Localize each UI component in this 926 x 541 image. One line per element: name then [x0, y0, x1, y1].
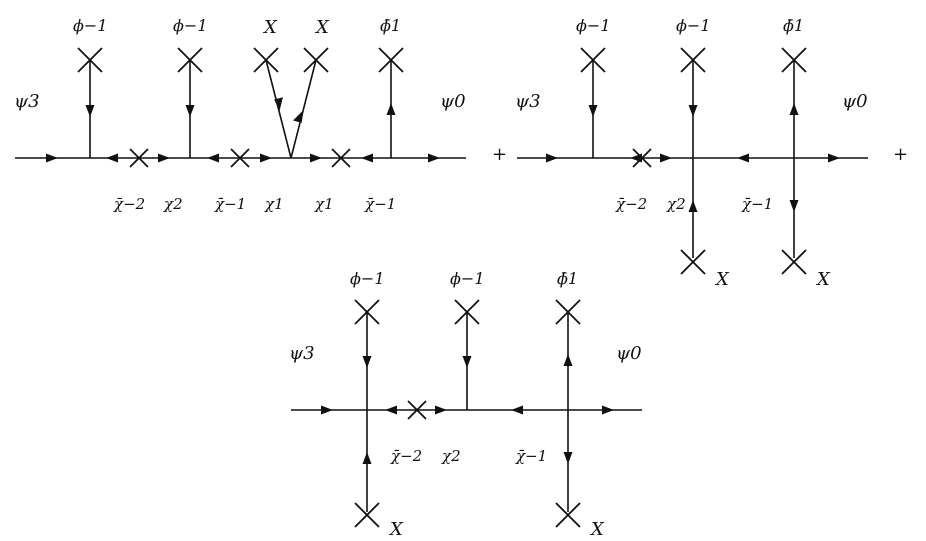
arrow-down — [789, 200, 799, 212]
arrow-right — [602, 405, 614, 415]
label-out-state: ψ0 — [842, 91, 868, 112]
label-top: ϕ̄1 — [557, 269, 578, 288]
feynman-diagram-1: ψ3 ψ0 ϕ−1 ϕ−1 X X ϕ̄1 χ̄−2 χ2 χ̄−1 χ1 χ1… — [14, 16, 466, 213]
label-propagator: χ̄−1 — [515, 447, 547, 465]
label-propagator: χ1 — [264, 195, 284, 213]
arrow-up — [362, 452, 372, 464]
arrow-down — [85, 105, 95, 117]
label-propagator: χ2 — [441, 447, 461, 465]
arrow-left — [361, 153, 373, 163]
label-top: ϕ−1 — [350, 269, 385, 288]
arrow-right — [660, 153, 672, 163]
label-propagator: χ̄−2 — [615, 195, 647, 213]
vev-cross — [177, 47, 203, 73]
label-propagator: χ2 — [666, 195, 686, 213]
arrow-down — [462, 356, 472, 368]
label-propagator: χ̄−1 — [214, 195, 246, 213]
arrow-right — [260, 153, 272, 163]
scalar-leg — [265, 59, 292, 159]
mass-insertion-cross — [230, 148, 250, 168]
label-top: ϕ−1 — [450, 269, 485, 288]
label-propagator: χ2 — [163, 195, 183, 213]
arrow-up — [789, 103, 799, 115]
arrow-right — [546, 153, 558, 163]
scalar-leg — [290, 59, 317, 159]
vev-cross — [77, 47, 103, 73]
arrow-right — [158, 153, 170, 163]
label-in-state: ψ3 — [289, 343, 315, 364]
label-in-state: ψ3 — [515, 91, 541, 112]
arrow-up — [563, 354, 573, 366]
label-bottom: X — [388, 519, 404, 540]
plus-operator: + — [893, 144, 908, 165]
arrow-right — [828, 153, 840, 163]
label-propagator: χ1 — [314, 195, 334, 213]
vev-cross — [378, 47, 404, 73]
label-propagator: χ̄−1 — [741, 195, 773, 213]
arrow-left — [737, 153, 749, 163]
vev-cross — [354, 502, 380, 528]
arrow-left — [630, 153, 642, 163]
label-top: ϕ−1 — [173, 16, 208, 35]
label-bottom: X — [815, 269, 831, 290]
arrow-right — [46, 153, 58, 163]
arrow-left — [511, 405, 523, 415]
label-top: ϕ̄1 — [783, 16, 804, 35]
label-bottom: X — [589, 519, 605, 540]
arrow-up — [293, 110, 304, 123]
label-top: ϕ̄1 — [380, 16, 401, 35]
label-top: ϕ−1 — [576, 16, 611, 35]
arrow-left — [385, 405, 397, 415]
label-bottom: X — [714, 269, 730, 290]
label-propagator: χ̄−2 — [390, 447, 422, 465]
arrow-right — [428, 153, 440, 163]
vev-cross — [680, 47, 706, 73]
vev-cross — [555, 502, 581, 528]
vev-cross — [354, 299, 380, 325]
mass-insertion-cross — [407, 400, 427, 420]
label-in-state: ψ3 — [14, 91, 40, 112]
mass-insertion-cross — [129, 148, 149, 168]
label-top: ϕ−1 — [676, 16, 711, 35]
arrow-left — [207, 153, 219, 163]
vev-cross — [781, 249, 807, 275]
vev-cross — [680, 249, 706, 275]
feynman-diagram-3: ψ3 ψ0 ϕ−1 ϕ−1 ϕ̄1 χ̄−2 χ2 χ̄−1 X X — [289, 269, 642, 540]
label-propagator: χ̄−2 — [113, 195, 145, 213]
arrow-up — [688, 200, 698, 212]
arrow-up — [386, 103, 396, 115]
vev-cross — [303, 47, 329, 73]
feynman-diagram-2: ψ3 ψ0 ϕ−1 ϕ−1 ϕ̄1 χ̄−2 χ2 χ̄−1 X X — [515, 16, 868, 290]
vev-cross — [555, 299, 581, 325]
arrow-down — [185, 105, 195, 117]
vev-cross — [580, 47, 606, 73]
label-top: X — [262, 17, 278, 38]
label-top: X — [314, 17, 330, 38]
label-out-state: ψ0 — [440, 91, 466, 112]
mass-insertion-cross — [331, 148, 351, 168]
label-out-state: ψ0 — [616, 343, 642, 364]
arrow-right — [310, 153, 322, 163]
vev-cross — [781, 47, 807, 73]
arrow-down — [588, 105, 598, 117]
mass-insertion-cross — [632, 148, 652, 168]
arrow-down — [688, 105, 698, 117]
label-top: ϕ−1 — [73, 16, 108, 35]
arrow-right — [321, 405, 333, 415]
label-propagator: χ̄−1 — [364, 195, 396, 213]
arrow-left — [106, 153, 118, 163]
plus-operator: + — [492, 144, 507, 165]
arrow-down — [362, 356, 372, 368]
vev-cross — [454, 299, 480, 325]
arrow-down — [563, 452, 573, 464]
vev-cross — [253, 47, 279, 73]
arrow-right — [435, 405, 447, 415]
arrow-down — [274, 97, 283, 111]
